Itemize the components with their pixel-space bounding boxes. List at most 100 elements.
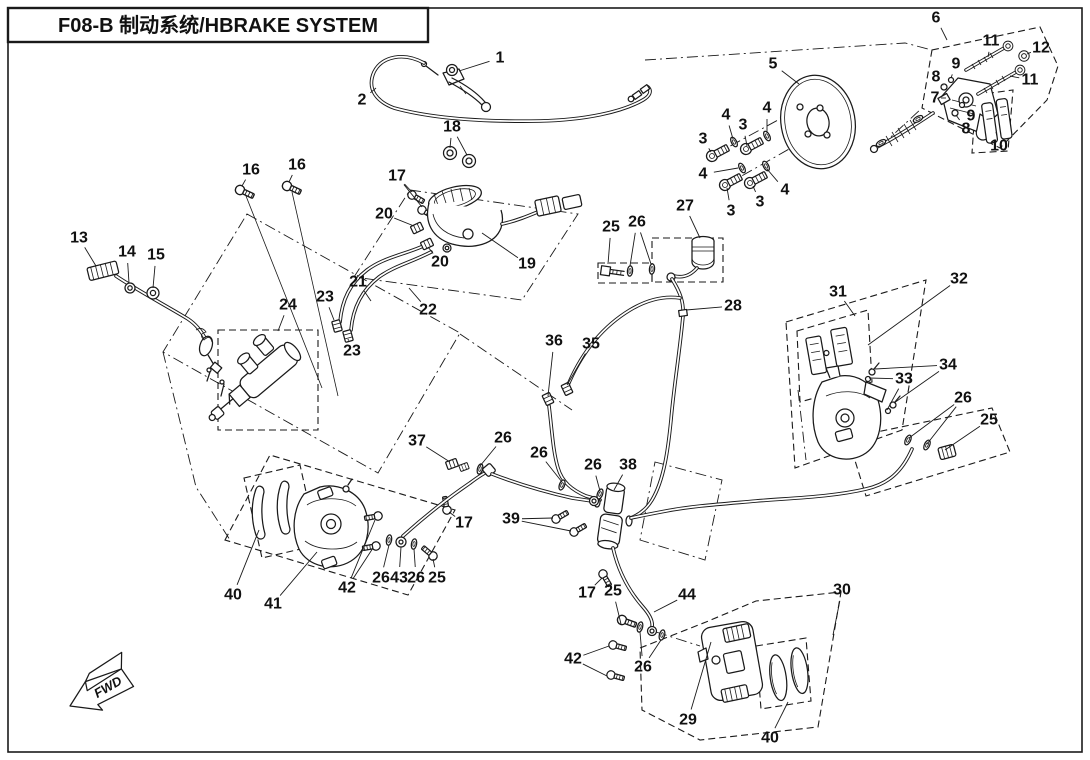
svg-text:35: 35: [582, 336, 600, 353]
svg-text:10: 10: [990, 138, 1008, 155]
line-fittings: [541, 295, 682, 502]
svg-text:9: 9: [952, 56, 961, 73]
callout-17: 17: [448, 511, 473, 532]
callout-34: 34: [874, 357, 957, 404]
svg-text:16: 16: [242, 162, 260, 179]
svg-text:26: 26: [530, 445, 548, 462]
svg-text:41: 41: [264, 596, 282, 613]
center-caliper-box: [639, 591, 842, 741]
rear-reservoir-assembly: [599, 235, 715, 521]
right-rear-caliper: [805, 326, 901, 460]
right-caliper-box: [785, 279, 927, 469]
svg-text:3: 3: [727, 203, 736, 220]
svg-text:20: 20: [375, 206, 393, 223]
callout-30: 30: [832, 582, 851, 636]
callout-23: 23: [343, 338, 361, 360]
callout-4: 4: [766, 168, 790, 199]
svg-text:43: 43: [390, 570, 408, 587]
svg-text:38: 38: [619, 457, 637, 474]
svg-text:36: 36: [545, 333, 563, 350]
parking-caliper-box: [921, 26, 1059, 149]
callout-9: 9: [950, 56, 961, 79]
callout-3: 3: [699, 131, 712, 153]
svg-text:30: 30: [833, 582, 851, 599]
parking-brake-caliper: [869, 40, 1030, 154]
svg-text:9: 9: [967, 108, 976, 125]
svg-text:37: 37: [408, 433, 426, 450]
callout-4: 4: [763, 100, 772, 133]
callout-21: 21: [349, 274, 372, 302]
svg-text:26: 26: [628, 214, 646, 231]
svg-text:8: 8: [962, 121, 971, 138]
svg-text:26: 26: [584, 457, 602, 474]
callout-1: 1: [458, 50, 505, 72]
svg-text:19: 19: [518, 256, 536, 273]
callout-16: 16: [241, 162, 260, 187]
right-pads-box: [796, 309, 873, 403]
page-border: [7, 7, 1083, 753]
svg-text:20: 20: [431, 254, 449, 271]
right-hose-box: [847, 407, 1011, 497]
svg-text:1: 1: [496, 50, 505, 67]
callout-32: 32: [867, 271, 968, 346]
callout-18: 18: [443, 119, 468, 156]
callout-26: 26: [584, 457, 602, 492]
svg-text:28: 28: [724, 298, 742, 315]
callout-42: 42: [564, 645, 610, 677]
callout-3: 3: [752, 185, 765, 211]
brake-lever-assembly: [420, 60, 492, 113]
svg-text:11: 11: [1022, 72, 1039, 89]
callout-23: 23: [316, 289, 335, 321]
callout-7: 7: [931, 90, 946, 107]
svg-text:26: 26: [634, 659, 652, 676]
svg-text:16: 16: [288, 157, 306, 174]
svg-text:12: 12: [1032, 40, 1050, 57]
svg-text:40: 40: [761, 730, 779, 747]
svg-text:3: 3: [739, 117, 748, 134]
callout-37: 37: [408, 433, 451, 463]
bolt-box: [597, 262, 653, 284]
callout-26: 26: [908, 390, 972, 445]
callout-8: 8: [932, 69, 944, 86]
callout-12: 12: [1026, 40, 1050, 57]
svg-text:4: 4: [763, 100, 772, 117]
svg-text:15: 15: [147, 247, 165, 264]
svg-text:42: 42: [338, 580, 356, 597]
callout-10: 10: [990, 131, 1008, 155]
svg-text:29: 29: [679, 712, 697, 729]
callout-24: 24: [277, 297, 297, 332]
callout-33: 33: [868, 371, 913, 411]
callout-11: 11: [1009, 72, 1039, 89]
brake-pedal-assembly: [86, 179, 304, 382]
callout-26: 26: [628, 214, 652, 267]
parking-brake-cable: [369, 55, 652, 123]
master-cylinder-box: [217, 329, 319, 431]
svg-text:8: 8: [932, 69, 941, 86]
svg-text:22: 22: [419, 302, 437, 319]
callout-3: 3: [739, 117, 748, 147]
callout-17: 17: [578, 577, 603, 602]
callout-40: 40: [761, 701, 789, 747]
foot-master-cylinder: [208, 333, 302, 422]
svg-text:27: 27: [676, 198, 694, 215]
callout-44: 44: [653, 587, 696, 613]
callout-31: 31: [829, 284, 856, 317]
callout-41: 41: [264, 551, 318, 613]
svg-text:24: 24: [279, 297, 297, 314]
callout-8: 8: [955, 114, 971, 138]
callout-15: 15: [147, 247, 165, 289]
svg-text:4: 4: [722, 107, 731, 124]
svg-text:33: 33: [895, 371, 913, 388]
svg-text:26: 26: [954, 390, 972, 407]
callout-36: 36: [545, 333, 563, 397]
callout-25: 25: [428, 558, 446, 587]
svg-text:3: 3: [699, 131, 708, 148]
callout-38: 38: [613, 457, 637, 491]
svg-text:25: 25: [604, 583, 622, 600]
svg-text:26: 26: [494, 430, 512, 447]
svg-text:4: 4: [699, 166, 708, 183]
svg-text:26: 26: [407, 570, 425, 587]
svg-text:11: 11: [983, 33, 1000, 50]
svg-text:32: 32: [950, 271, 968, 288]
